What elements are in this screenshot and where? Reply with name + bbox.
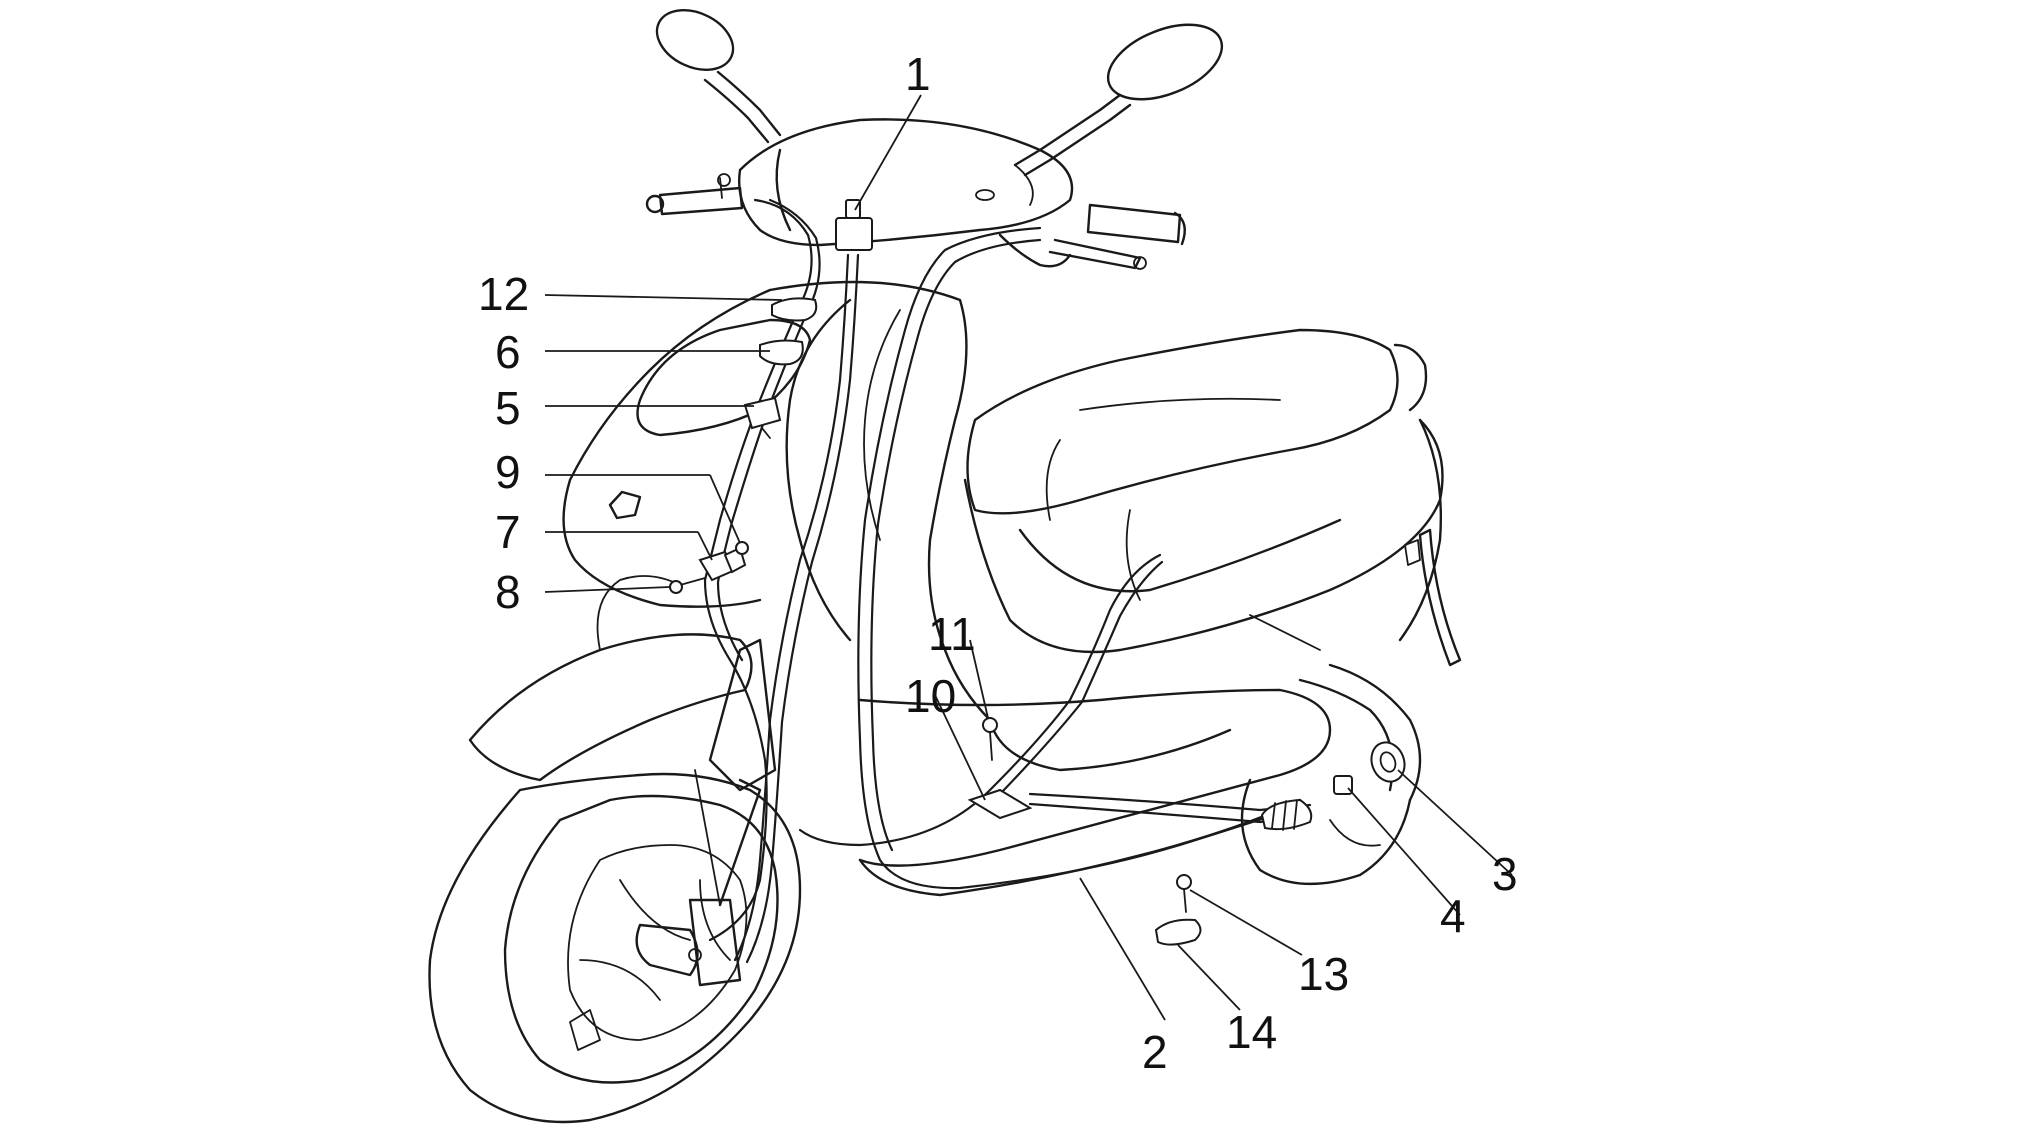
cable-spring bbox=[1260, 798, 1313, 831]
left-grip bbox=[645, 173, 744, 216]
screw-8 bbox=[669, 577, 706, 594]
callout-6: 6 bbox=[495, 326, 521, 378]
rear-brake-cable-b bbox=[870, 238, 1042, 852]
clamp-12 bbox=[771, 297, 818, 322]
callout-13: 13 bbox=[1298, 948, 1349, 1000]
plate-14 bbox=[1154, 918, 1202, 946]
callout-14: 14 bbox=[1226, 1006, 1277, 1058]
clip-10 bbox=[967, 788, 1033, 820]
adjuster-knob-3 bbox=[1370, 741, 1406, 783]
callout-12: 12 bbox=[478, 268, 529, 320]
nut-4 bbox=[1333, 775, 1353, 795]
seat-cable bbox=[798, 553, 1162, 847]
rear-brake-cable-a bbox=[857, 226, 1297, 890]
small-parts bbox=[669, 199, 1406, 946]
callout-5: 5 bbox=[495, 382, 521, 434]
callout-4: 4 bbox=[1440, 890, 1466, 942]
screw-11 bbox=[982, 717, 998, 761]
callout-7: 7 bbox=[495, 506, 521, 558]
callout-8: 8 bbox=[495, 566, 521, 618]
callout-1: 1 bbox=[905, 48, 931, 100]
front-fork bbox=[635, 638, 777, 987]
nut-9 bbox=[735, 541, 749, 555]
leg-shield bbox=[562, 280, 992, 722]
bolt-13 bbox=[1176, 874, 1192, 913]
callout-numbers: 1 2 3 4 5 6 7 8 9 10 11 12 13 14 bbox=[478, 48, 1518, 1078]
right-grip bbox=[1048, 203, 1186, 270]
seat bbox=[966, 328, 1428, 515]
choke-cable bbox=[1028, 792, 1312, 812]
front-wheel bbox=[428, 772, 802, 1124]
throttle-cable-a bbox=[733, 253, 850, 962]
choke-cable-b bbox=[1028, 802, 1312, 824]
callout-9: 9 bbox=[495, 446, 521, 498]
right-mirror bbox=[1013, 23, 1224, 177]
throttle-cable-b bbox=[745, 253, 860, 964]
callout-2: 2 bbox=[1142, 1026, 1168, 1078]
clamp-6 bbox=[759, 339, 804, 366]
headset bbox=[738, 118, 1074, 268]
junction-block bbox=[835, 199, 873, 251]
callout-10: 10 bbox=[905, 670, 956, 722]
callout-3: 3 bbox=[1492, 848, 1518, 900]
callout-11: 11 bbox=[928, 608, 976, 660]
rear-body bbox=[963, 418, 1462, 667]
clip-5 bbox=[743, 396, 782, 439]
cables bbox=[703, 198, 1312, 964]
seat-cable-b bbox=[1000, 560, 1164, 794]
leader-lines bbox=[544, 94, 1513, 1021]
left-mirror bbox=[655, 9, 782, 144]
